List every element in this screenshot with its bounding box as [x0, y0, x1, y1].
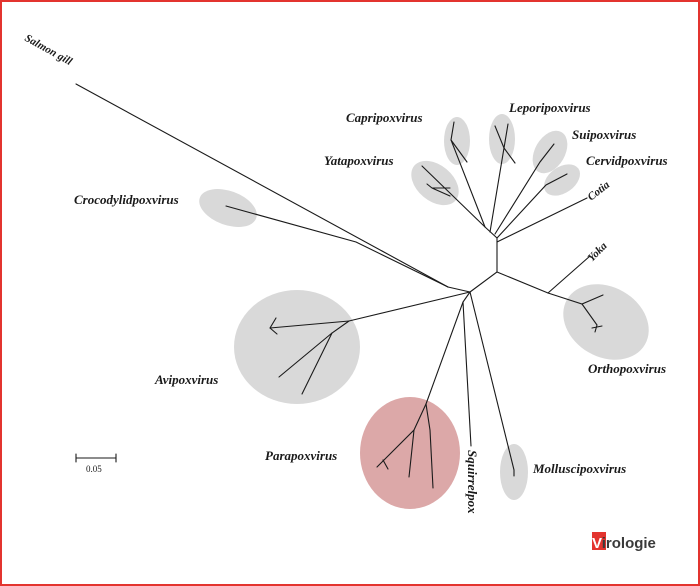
- branch-cotia: [496, 197, 588, 243]
- label-crocodylidpoxvirus: Crocodylidpoxvirus: [74, 192, 179, 207]
- scale-bar-label: 0.05: [86, 464, 102, 474]
- clade-cervidpoxvirus-ellipse: [543, 164, 581, 196]
- label-orthopoxvirus: Orthopoxvirus: [588, 361, 666, 376]
- branch-parapoxvirus-c: [408, 429, 415, 478]
- tree-branches: [75, 83, 604, 489]
- branch-salmon-gill: [75, 83, 449, 288]
- label-molluscipoxvirus: Molluscipoxvirus: [532, 461, 626, 476]
- label-cotia: Cotia: [585, 179, 612, 204]
- branch-backbone-right: [496, 271, 549, 294]
- branch-backbone-upper: [469, 237, 498, 293]
- label-avipoxvirus: Avipoxvirus: [154, 372, 218, 387]
- branch-cervidpoxvirus: [496, 173, 568, 239]
- clade-parapoxvirus-ellipse: [360, 397, 460, 509]
- branch-squirrelpox: [462, 301, 472, 447]
- clade-leporipoxvirus-ellipse: [489, 114, 515, 164]
- label-cervidpoxvirus: Cervidpoxvirus: [586, 153, 668, 168]
- branch-orthopoxvirus-b: [581, 303, 598, 333]
- clade-suipoxvirus-ellipse: [532, 130, 568, 174]
- branch-suipoxvirus: [494, 143, 555, 235]
- branch-avipoxvirus-tips: [269, 317, 278, 335]
- label-yatapoxvirus: Yatapoxvirus: [324, 153, 394, 168]
- label-leporipoxvirus: Leporipoxvirus: [508, 100, 591, 115]
- label-squirrelpox: Squirrelpox: [465, 450, 480, 514]
- clade-avipoxvirus-ellipse: [234, 290, 360, 404]
- branch-avipoxvirus-sub2: [301, 332, 333, 395]
- label-parapoxvirus: Parapoxvirus: [265, 448, 337, 463]
- label-salmon-gill: Salmon gill: [23, 32, 75, 68]
- clade-crocodylidpoxvirus-ellipse: [199, 189, 257, 227]
- branch-orthopoxvirus-tips: [591, 325, 603, 329]
- branch-capripoxvirus-tip: [450, 139, 468, 163]
- branch-leporipoxvirus-tips: [503, 123, 516, 164]
- clade-orthopoxvirus-ellipse: [563, 284, 649, 360]
- logo-text: Virologie: [592, 535, 656, 552]
- branch-yatapoxvirus-tips: [426, 183, 451, 197]
- branch-yoka: [547, 255, 591, 294]
- label-yoka: Yoka: [586, 240, 610, 264]
- label-suipoxvirus: Suipoxvirus: [572, 127, 636, 142]
- scale-bar: 0.05: [75, 453, 117, 474]
- branch-parapoxvirus-a: [425, 403, 434, 489]
- virologie-logo: Virologie: [592, 532, 656, 552]
- branch-molluscipoxvirus: [469, 291, 515, 477]
- logo-mark: [592, 532, 606, 550]
- label-capripoxvirus: Capripoxvirus: [346, 110, 423, 125]
- branch-root-center: [447, 286, 471, 293]
- clade-capripoxvirus-ellipse: [444, 117, 470, 165]
- branch-crocodylidpoxvirus: [225, 205, 449, 288]
- branch-parapoxvirus-tip: [382, 459, 389, 470]
